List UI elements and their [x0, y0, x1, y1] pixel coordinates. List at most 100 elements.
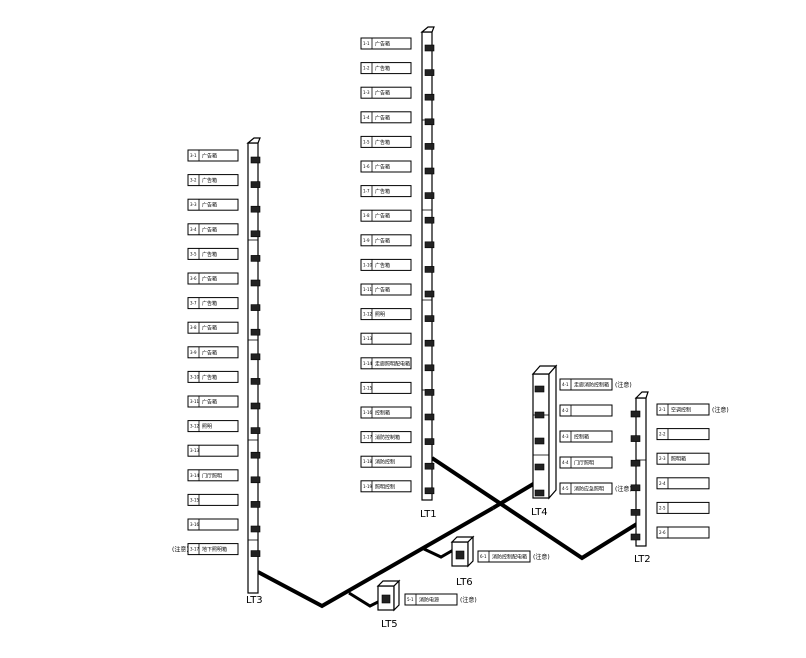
riser-lt3-cap [246, 137, 261, 144]
panel-box-id: 3-5 [190, 251, 197, 256]
riser-connector [424, 143, 435, 150]
riser-connector [630, 484, 641, 492]
panel-box: 1-15 [360, 381, 412, 394]
riser-lt6-label: LT6 [456, 577, 473, 588]
panel-box-id: 1-7 [363, 189, 370, 194]
riser-connector [250, 402, 261, 410]
panel-box-id: 1-12 [363, 312, 373, 317]
riser-connector [250, 279, 261, 287]
riser-connector [250, 525, 261, 533]
panel-box-label: 广告箱 [375, 262, 390, 269]
panel-box-label: 广告箱 [202, 202, 217, 209]
panel-box-id: 4-3 [562, 434, 569, 439]
riser-connector [534, 489, 545, 497]
panel-box-id: 3-4 [190, 227, 197, 232]
panel-box: 2-6 [656, 526, 710, 539]
riser-connector [250, 501, 261, 508]
panel-box: 5-1 消防电源 (注意) [404, 593, 477, 606]
panel-box-id: 1-5 [363, 139, 370, 144]
riser-connector [424, 462, 435, 470]
branch-lt6 [423, 547, 456, 559]
panel-box-id: 3-7 [190, 301, 197, 306]
panel-box-id: 4-1 [562, 382, 569, 387]
panel-box-id: 5-1 [407, 597, 414, 602]
riser-connector [250, 550, 261, 557]
panel-box-id: 2-6 [659, 530, 666, 535]
panel-box-id: 2-2 [659, 432, 666, 437]
riser-connector [630, 435, 641, 442]
riser-connector [250, 451, 261, 459]
trunk-lt3-to-junction [257, 506, 494, 609]
panel-box: 3-5 广告箱 [187, 247, 239, 260]
riser-connector [250, 328, 261, 336]
panel-box: 3-16 [187, 518, 239, 531]
riser-connector [250, 205, 261, 213]
panel-box-label: 广告箱 [375, 90, 390, 97]
panel-box-label: 空调控制 [671, 407, 691, 414]
trunk-cables [257, 456, 642, 609]
panel-box-id: 3-13 [190, 448, 200, 453]
panel-box: 3-15 [187, 493, 239, 506]
panel-box-label: 广告箱 [375, 237, 390, 244]
panel-box-id: 1-2 [363, 66, 370, 71]
panel-box-id: 3-16 [190, 522, 200, 527]
panel-box-id: 3-6 [190, 276, 197, 281]
panel-box-label: 走廊照明配电箱 [375, 360, 410, 367]
panel-box-id: 1-3 [363, 90, 370, 95]
riser-connector [424, 290, 435, 298]
panel-box-label: 广告箱 [202, 177, 217, 184]
panel-box-label: 照明控制 [375, 483, 395, 490]
riser-connector [424, 118, 435, 126]
panel-box-id: 3-2 [190, 178, 197, 183]
riser-connector [250, 230, 261, 238]
panel-box-id: 1-15 [363, 385, 373, 390]
panel-box-label: 照明箱 [671, 456, 686, 463]
panel-box-id: 2-1 [659, 407, 666, 412]
panel-box-id: 3-17 [190, 547, 200, 552]
riser-connector [250, 304, 261, 311]
riser-connector [424, 315, 435, 322]
panel-box-label: 广告箱 [202, 226, 217, 233]
riser-connector [424, 487, 435, 495]
panel-box-id: 2-4 [659, 481, 666, 486]
panel-box: 2-2 [656, 428, 710, 441]
riser-connector [424, 241, 435, 249]
panel-box-label: 广告箱 [202, 251, 217, 258]
panel-box: 2-4 [656, 477, 710, 490]
riser-connector [424, 413, 435, 421]
panel-box-note: (注意) [460, 596, 477, 604]
riser-connector [534, 437, 545, 445]
panel-box-label: 消防控制配电箱 [492, 554, 527, 561]
riser-lt2-cap [634, 391, 649, 399]
riser-lt1-cap [420, 26, 435, 33]
panel-box-id: 1-19 [363, 484, 373, 489]
panel-box-label: 门厅照明 [202, 472, 222, 479]
panel-box-note: (注意) [172, 546, 189, 554]
riser-connector [424, 389, 435, 396]
riser-connector [630, 533, 641, 541]
trunk-junction-to-lt4 [491, 478, 542, 510]
panel-box-id: 1-9 [363, 238, 370, 243]
panel-box-label: 消防电源 [419, 597, 439, 604]
panel-box-id: 1-14 [363, 361, 373, 366]
panel-box-id: 1-17 [363, 435, 373, 440]
riser-connector [250, 353, 261, 361]
panel-box-label: 广告箱 [202, 349, 217, 356]
panel-box-label: 消防控制箱 [375, 434, 400, 441]
riser-connector [424, 69, 435, 76]
